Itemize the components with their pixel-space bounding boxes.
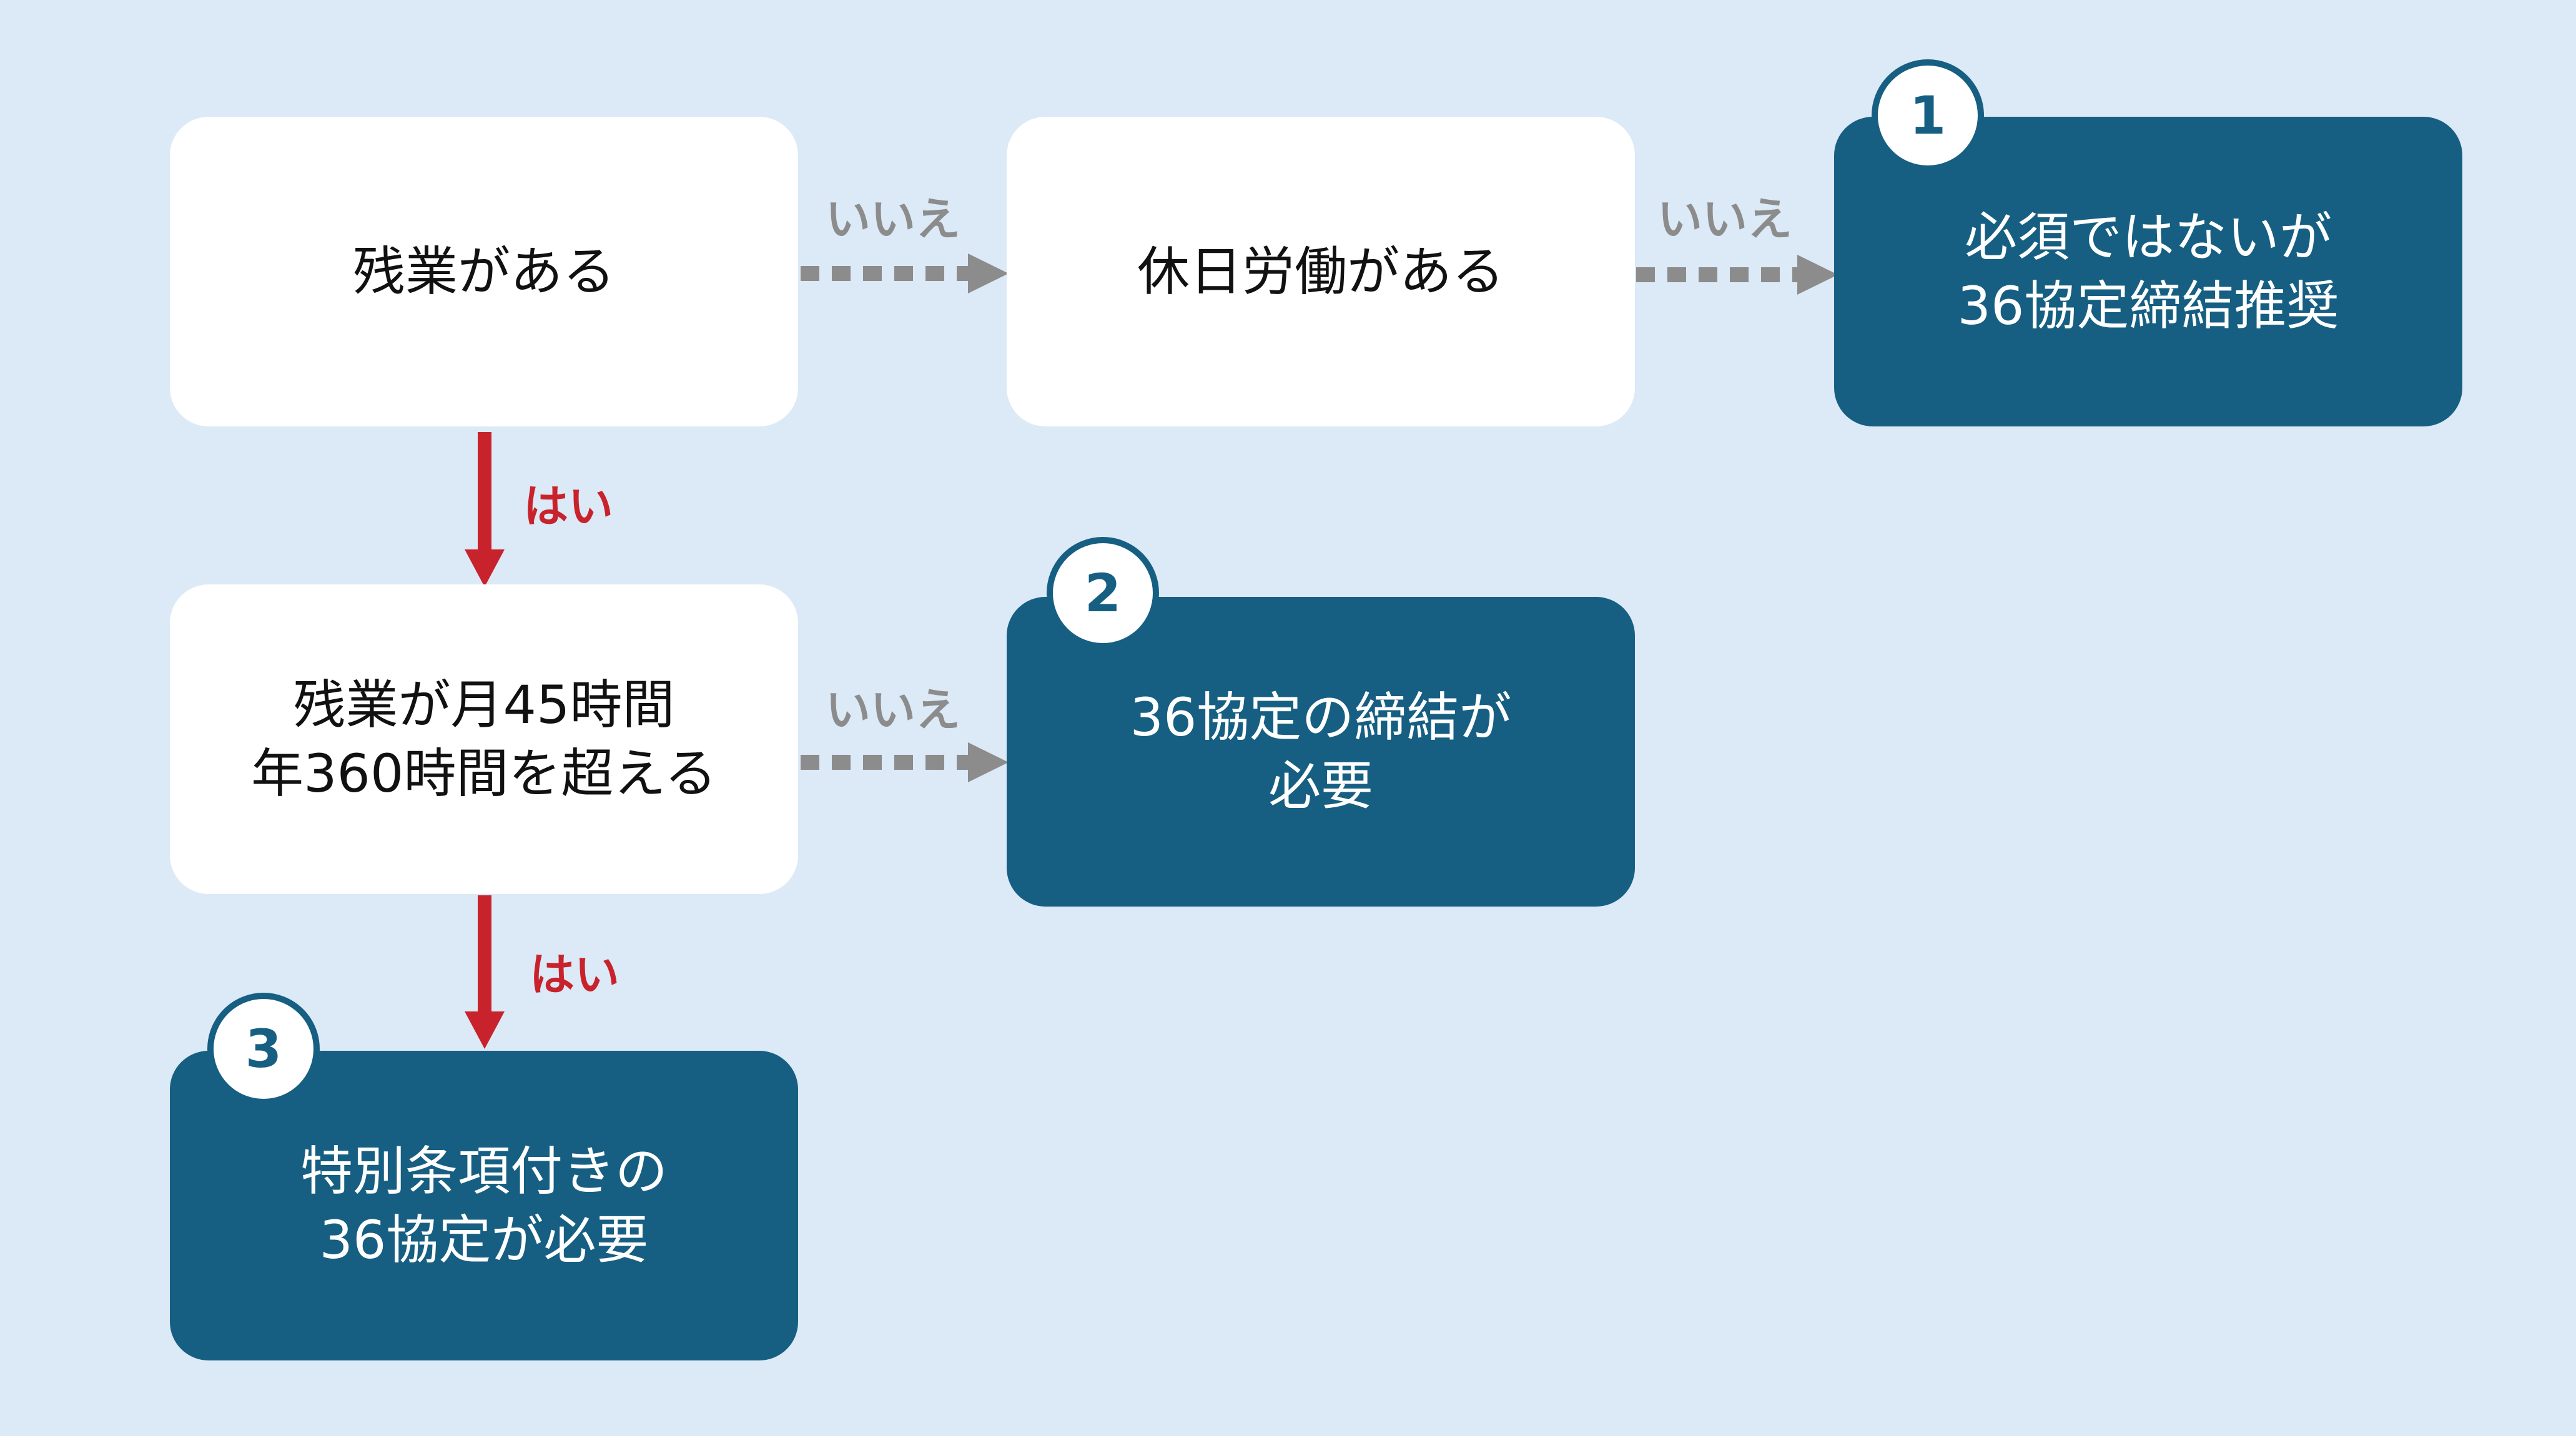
question-overtime-text: 残業がある <box>352 241 615 302</box>
result-3-text-line2: 36協定が必要 <box>319 1209 649 1271</box>
yes-label-2: はい <box>530 948 620 1001</box>
no-label-2: いいえ <box>1657 193 1793 245</box>
result-3-text-line1: 特別条項付きの <box>300 1141 668 1202</box>
result-2-text-line2: 必要 <box>1268 755 1373 817</box>
result-1-text-line2: 36協定締結推奨 <box>1957 275 2339 337</box>
no-arrow-overtime-to-holiday <box>801 253 1009 293</box>
no-arrow-holiday-to-result1 <box>1636 255 1838 295</box>
yes-label-1: はい <box>523 480 614 533</box>
result-2-box: 36協定の締結が 必要 <box>1007 597 1635 907</box>
result-1-box: 必須ではないが 36協定締結推奨 <box>1834 117 2462 426</box>
yes-arrow-exceed-to-result3 <box>465 895 505 1049</box>
question-exceed-box: 残業が月45時間 年360時間を超える <box>170 584 798 894</box>
result-2-number-badge: 2 <box>1047 537 1159 649</box>
no-arrow-exceed-to-result2 <box>801 742 1009 782</box>
result-1-text-line1: 必須ではないが <box>1964 207 2332 268</box>
yes-arrow-overtime-to-exceed <box>465 432 505 587</box>
result-3-number-badge: 3 <box>207 993 320 1105</box>
question-overtime-box: 残業がある <box>170 117 798 426</box>
question-exceed-text-line2: 年360時間を超える <box>251 743 717 804</box>
result-1-number-badge: 1 <box>1872 59 1984 172</box>
result-2-text-line1: 36協定の締結が <box>1130 687 1512 748</box>
question-holiday-box: 休日労働がある <box>1007 117 1635 426</box>
no-label-1: いいえ <box>826 193 961 245</box>
no-label-3: いいえ <box>826 684 961 736</box>
question-exceed-text-line1: 残業が月45時間 <box>293 674 675 735</box>
question-holiday-text: 休日労働がある <box>1137 241 1504 302</box>
